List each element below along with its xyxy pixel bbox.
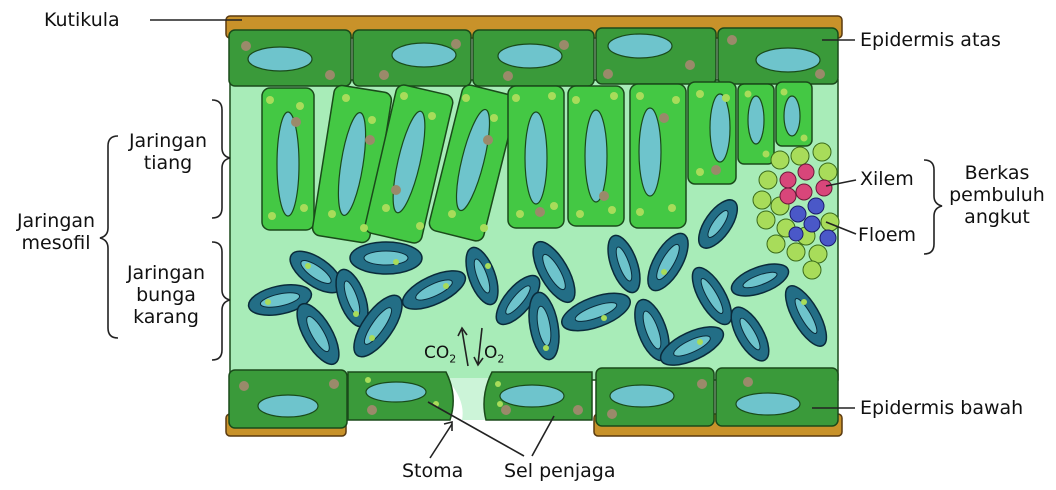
spongy-label-line2: bunga xyxy=(116,284,216,306)
guard-cells-label: Sel penjaga xyxy=(504,460,616,482)
guard-leader-right xyxy=(532,416,554,456)
o2-text: O xyxy=(484,343,497,363)
o2-label: O2 xyxy=(484,342,504,370)
mesophyll-label-line2: mesofil xyxy=(6,232,106,254)
spongy-label: Jaringan bunga karang xyxy=(116,262,216,328)
phloem-label: Floem xyxy=(858,224,916,246)
palisade-label: Jaringan tiang xyxy=(118,130,218,174)
stoma-label: Stoma xyxy=(402,460,463,482)
co2-text: CO xyxy=(424,343,449,363)
palisade-label-line2: tiang xyxy=(118,152,218,174)
o2-subscript: 2 xyxy=(497,352,504,365)
xylem-label: Xilem xyxy=(860,168,914,190)
vascular-bundle-label: Berkas pembuluh angkut xyxy=(940,162,1054,228)
bundle-label-line3: angkut xyxy=(940,206,1054,228)
co2-label: CO2 xyxy=(424,342,456,370)
cuticle-label: Kutikula xyxy=(44,9,120,31)
stoma-leader xyxy=(430,424,452,458)
lower-epidermis-label: Epidermis bawah xyxy=(860,397,1023,419)
co2-subscript: 2 xyxy=(449,352,456,365)
bundle-label-line2: pembuluh xyxy=(940,184,1054,206)
mesophyll-label-line1: Jaringan xyxy=(6,210,106,232)
upper-epidermis-label: Epidermis atas xyxy=(860,29,1001,51)
mesophyll-label: Jaringan mesofil xyxy=(6,210,106,254)
bundle-label-line1: Berkas xyxy=(940,162,1054,184)
palisade-label-line1: Jaringan xyxy=(118,130,218,152)
spongy-label-line1: Jaringan xyxy=(116,262,216,284)
spongy-label-line3: karang xyxy=(116,306,216,328)
